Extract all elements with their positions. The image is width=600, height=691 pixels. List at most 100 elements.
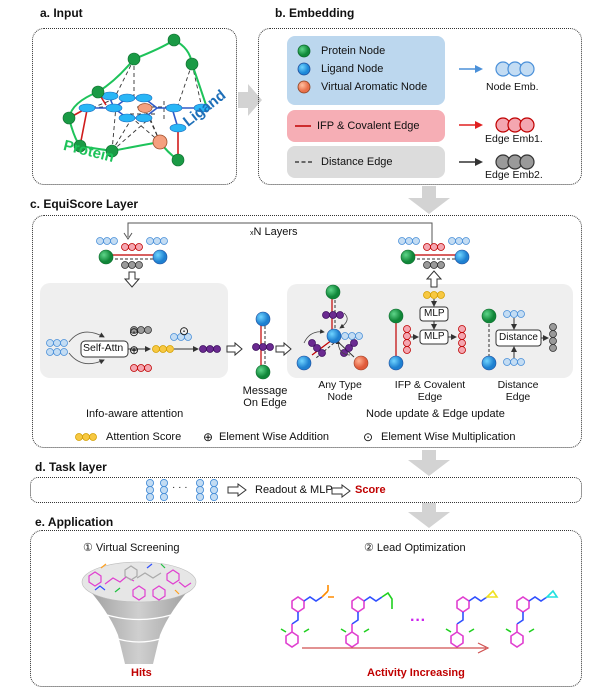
activity-increasing-label: Activity Increasing (367, 667, 465, 679)
legend-oplus-symbol: ⊕ (203, 430, 214, 444)
legend-virtual-aromatic-node: Virtual Aromatic Node (321, 81, 428, 93)
section-title-input: a. Input (40, 6, 83, 20)
section-title-application: e. Application (35, 515, 114, 529)
attention-score-legend-icon (75, 433, 97, 441)
distance-edge-line2: Edge (505, 391, 531, 403)
odot-symbol-2: ⊙ (179, 324, 190, 338)
node-emb-label: Node Emb. (486, 81, 539, 93)
message-on-edge-line1: Message (242, 385, 288, 397)
input-graph (62, 33, 211, 167)
molecule-4 (505, 589, 559, 648)
node-legend-icons (297, 44, 311, 94)
distance-edge-update (481, 308, 557, 371)
hollow-right-arrow (227, 483, 247, 497)
any-type-node-line1: Any Type (318, 379, 362, 391)
arrow-right-icon (475, 158, 483, 166)
message-on-edge-label: Message On Edge (235, 385, 295, 409)
ifp-edge-line2: Edge (417, 391, 443, 403)
hollow-down-arrow (123, 271, 141, 288)
legend-attention-score: Attention Score (106, 431, 182, 443)
lead-optimization-molecules (280, 585, 559, 648)
node-embedding-icon (495, 61, 535, 77)
arrow-right-icon (475, 65, 483, 73)
input-panel (32, 28, 237, 185)
molecule-3 (445, 589, 499, 648)
distance-edge-label: Distance Edge (488, 379, 548, 403)
protein-node-icon (297, 44, 311, 58)
equiscore-layer-diagram (46, 222, 557, 441)
legend-protein-node: Protein Node (321, 45, 386, 57)
edge-embedding1-icon (495, 117, 535, 133)
input-edge-graph (96, 237, 168, 269)
embedding-panel (258, 28, 582, 185)
arrow-task-to-application (408, 503, 450, 528)
legend-ifp-covalent-edge: IFP & Covalent Edge (317, 120, 420, 132)
embedding-outputs (459, 61, 535, 170)
application-panel (30, 530, 582, 687)
legend-odot-symbol: ⊙ (363, 430, 374, 444)
legend-element-wise-multiplication: Element Wise Multiplication (381, 431, 516, 443)
equiscore-layer-panel (32, 215, 582, 448)
hollow-right-arrow (275, 341, 292, 357)
message-vector (199, 345, 221, 353)
times-symbol: x (250, 230, 254, 237)
n-layers-text: N Layers (253, 226, 298, 238)
n-layers-loop (127, 222, 433, 246)
node-legend-box (287, 36, 445, 105)
ifp-edge-line1: IFP & Covalent (394, 379, 466, 391)
hits-label: Hits (131, 667, 152, 679)
score-label: Score (355, 484, 386, 496)
distance-edge-legend-box (287, 146, 445, 178)
info-aware-attention-label: Info-aware attention (86, 408, 184, 420)
node-edge-update-label: Node update & Edge update (366, 408, 505, 420)
readout-node-vectors (145, 478, 247, 502)
molecule-1 (280, 585, 334, 648)
any-type-node-label: Any Type Node (310, 379, 370, 403)
section-title-task-layer: d. Task layer (35, 460, 107, 474)
legend-distance-edge: Distance Edge (321, 156, 393, 168)
readout-mlp-label: Readout & MLP (255, 484, 333, 496)
legend-ligand-node: Ligand Node (321, 63, 384, 75)
molecule-ellipsis: ··· (410, 612, 426, 629)
edge-emb1-label: Edge Emb1. (485, 133, 543, 145)
activity-arrow (302, 642, 490, 654)
section-title-embedding: b. Embedding (275, 6, 355, 20)
distance-edge-line1: Distance (497, 379, 539, 391)
arrow-right-icon (475, 121, 483, 129)
screening-funnel (81, 561, 197, 664)
any-type-node-line2: Node (327, 391, 353, 403)
arrow-input-to-embedding (238, 84, 262, 116)
odot-symbol-1: ⊙ (129, 325, 140, 339)
mlp-label-2: MLP (424, 331, 445, 342)
message-on-edge-graph (252, 311, 274, 380)
edge-legend-icons (295, 125, 313, 163)
task-layer-panel (30, 477, 582, 503)
mlp-label-1: MLP (424, 308, 445, 319)
message-on-edge-line2: On Edge (243, 397, 287, 409)
distance-label: Distance (499, 332, 538, 343)
molecule-2 (340, 591, 393, 648)
candidate-molecules (88, 563, 192, 601)
ifp-edge-legend-box (287, 110, 445, 142)
virtual-aromatic-node-icon (297, 80, 311, 94)
any-type-node-graph (296, 284, 369, 371)
attention-score-vector (152, 345, 174, 353)
lead-optimization-label: ② Lead Optimization (364, 542, 466, 554)
edge-embedding2-icon (495, 154, 535, 170)
arrow-embedding-to-layer (408, 186, 450, 214)
oplus-symbol: ⊕ (129, 343, 140, 357)
funnel-body (83, 583, 195, 664)
legend-element-wise-addition: Element Wise Addition (219, 431, 330, 443)
ifp-covalent-edge-label: IFP & Covalent Edge (385, 379, 475, 403)
self-attn-label: Self-Attn (83, 342, 124, 354)
section-title-equiscore-layer: c. EquiScore Layer (30, 197, 139, 211)
ligand-node-icon (297, 62, 311, 76)
hollow-up-arrow (425, 270, 443, 288)
arrow-layer-to-task (408, 450, 450, 476)
ifp-covalent-edge-update (388, 291, 466, 371)
output-edge-graph (398, 237, 470, 269)
task-ellipsis: · · · (172, 482, 188, 493)
edge-emb2-label: Edge Emb2. (485, 169, 543, 181)
virtual-screening-label: ① Virtual Screening (83, 542, 180, 554)
hollow-right-arrow-icon (331, 484, 351, 498)
